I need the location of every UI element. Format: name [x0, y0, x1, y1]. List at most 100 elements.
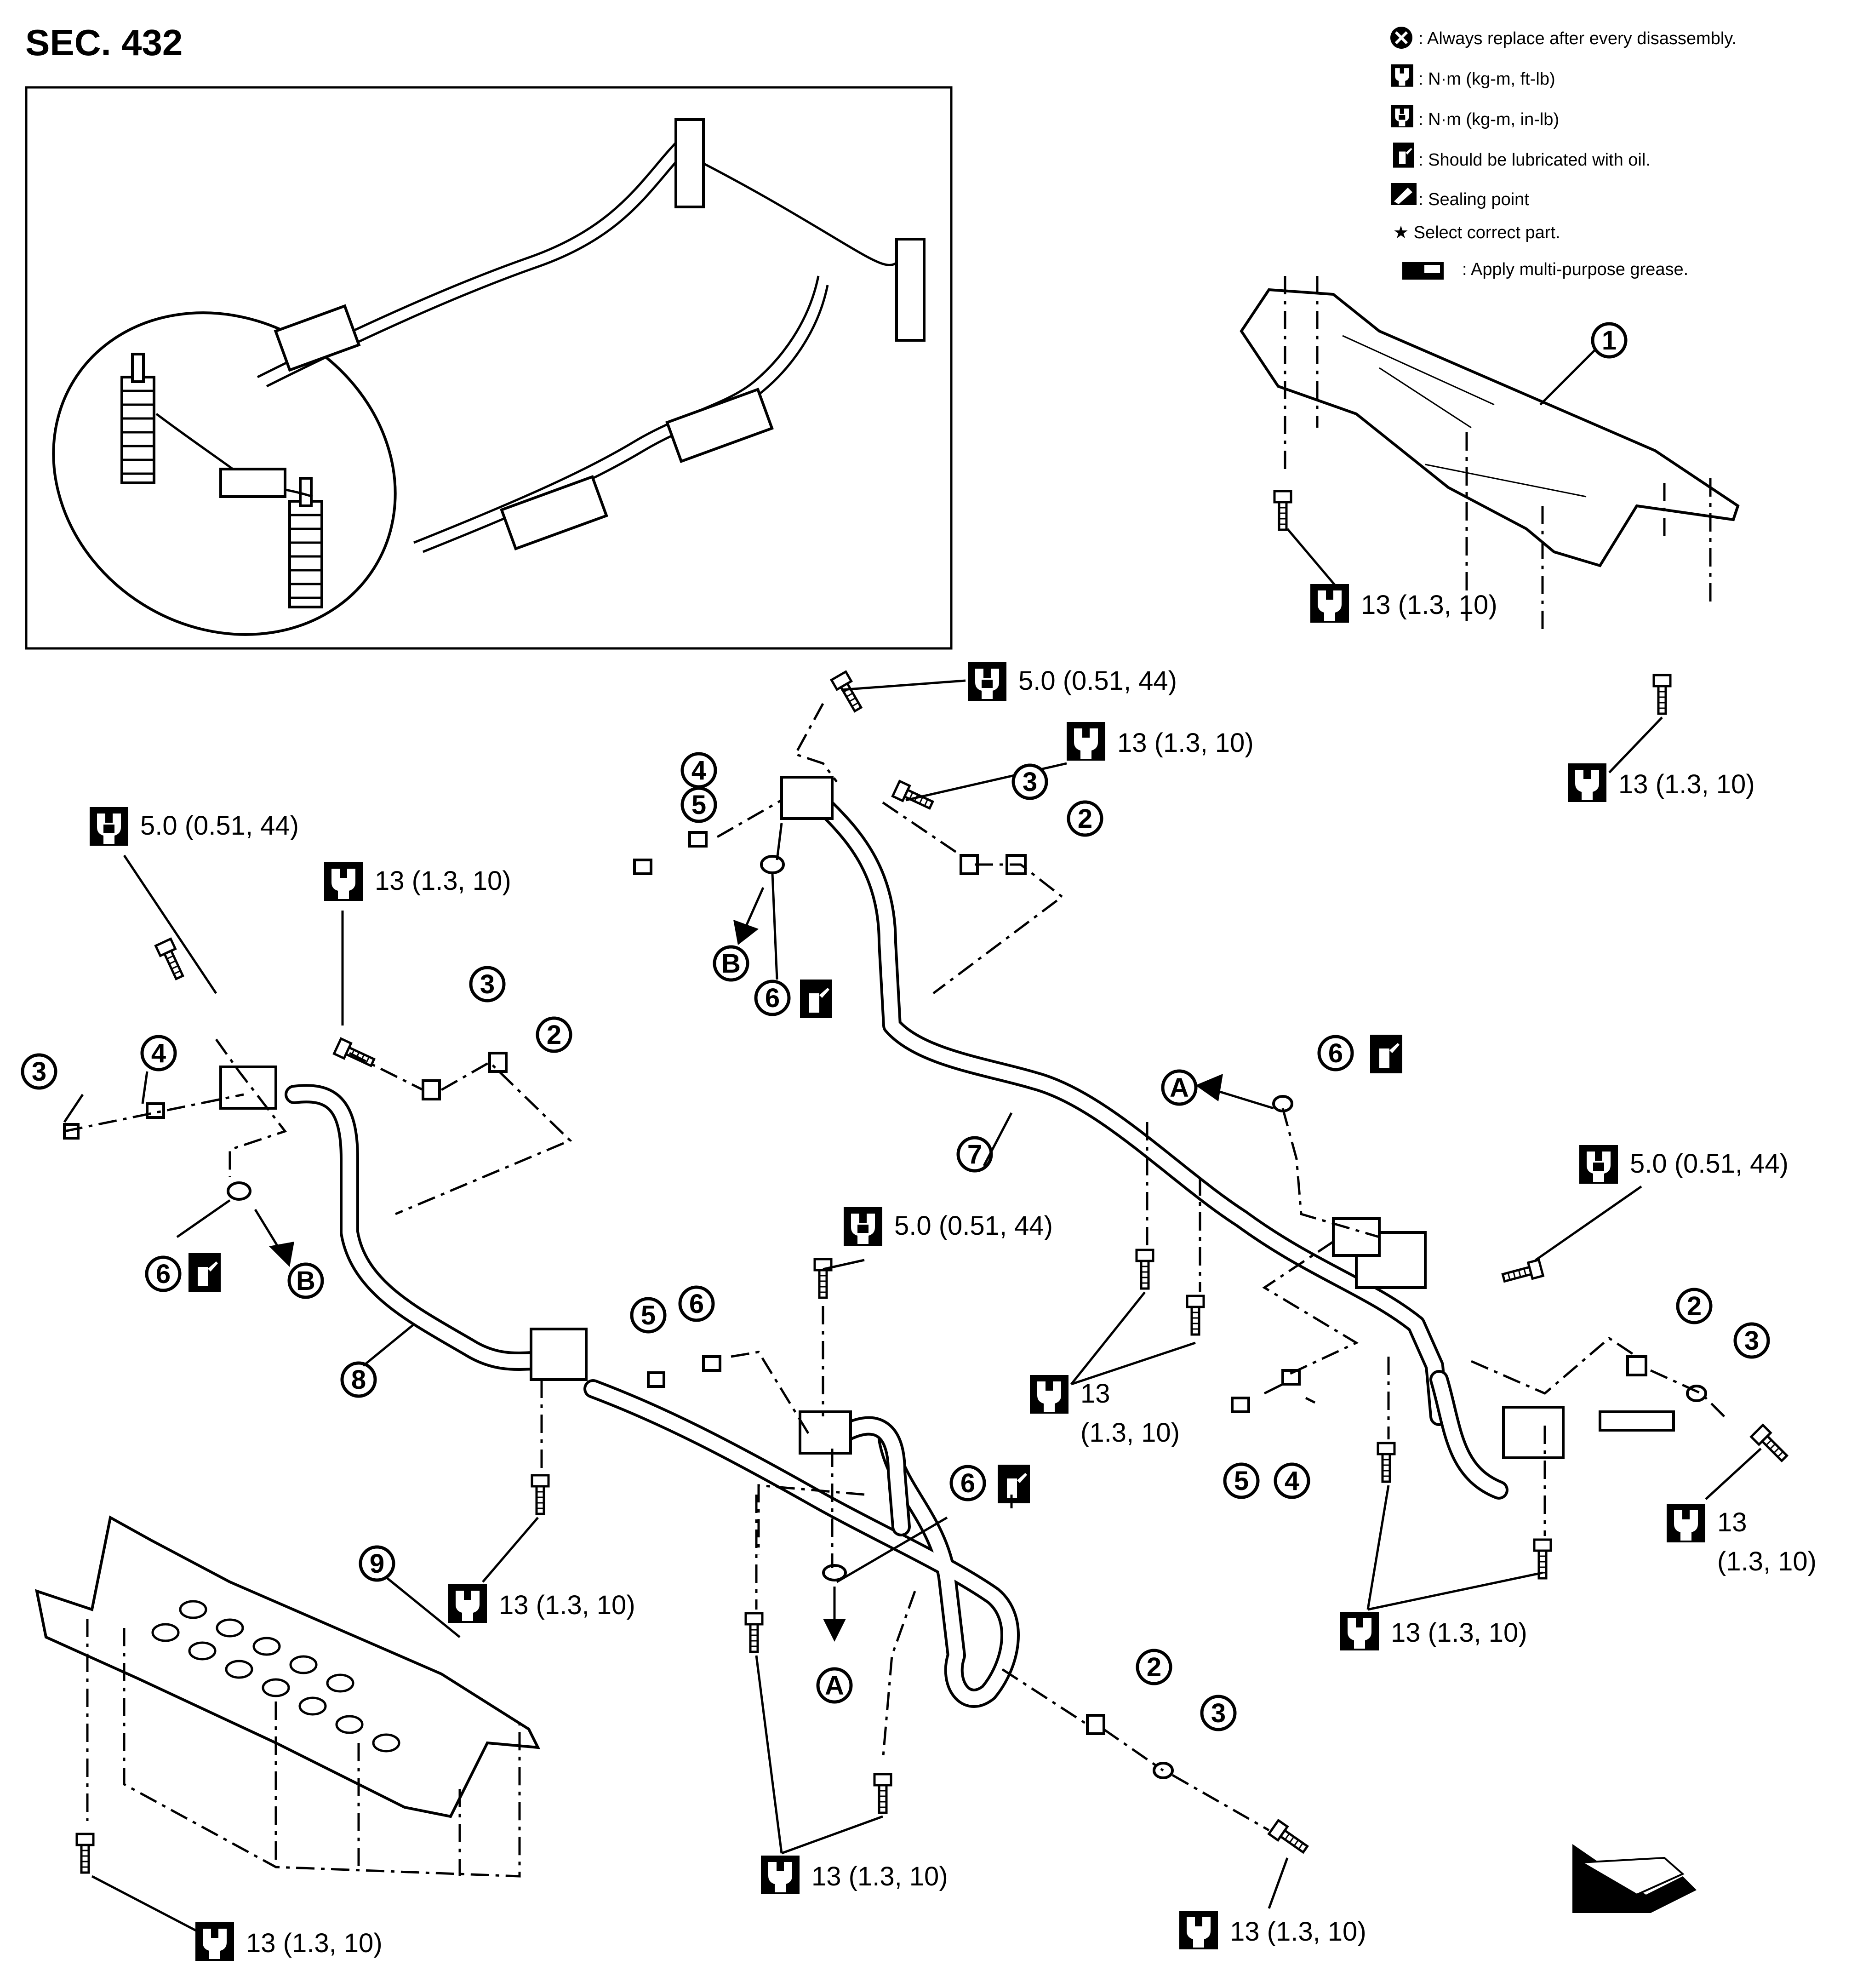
torque-wrench-icon — [1667, 1504, 1705, 1542]
torque-label-center-left: 13 (1.3, 10) — [499, 1590, 635, 1620]
bolt-icon — [1274, 491, 1291, 530]
ref-a: A — [1170, 1073, 1189, 1103]
hose-8 — [285, 1084, 571, 1371]
callout-5: 5 — [1234, 1466, 1249, 1496]
torque-wrench-icon — [761, 1856, 800, 1894]
junction-block-left — [530, 1328, 588, 1381]
torque-label-right-clips: 13 (1.3, 10) — [1391, 1618, 1527, 1648]
part-9-lower-plate — [35, 1515, 541, 1878]
callout-4: 4 — [1285, 1466, 1299, 1496]
callout-3: 3 — [1744, 1326, 1759, 1356]
left-cluster — [63, 854, 572, 1238]
hose-7 — [818, 800, 1449, 1426]
front-arrow-icon — [1572, 1844, 1697, 1913]
junction-block-far-right — [1502, 1406, 1565, 1459]
callout-labels: 1 5 4 3 2 6 6 7 3 2 4 3 6 8 5 6 4 5 2 3 … — [32, 326, 1759, 1728]
torque-wrench-icon — [448, 1584, 487, 1623]
callout-2: 2 — [1078, 804, 1092, 834]
arrow-to-a-bottom — [823, 1587, 846, 1642]
torque-wrench-icon — [195, 1922, 234, 1961]
torque-label-upper-union: 13 (1.3, 10) — [1117, 728, 1254, 758]
legend-item-grease: : Apply multi-purpose grease. — [1462, 260, 1688, 279]
oil-can-icon — [1370, 1035, 1402, 1073]
torque-wrench-filled-icon — [1391, 105, 1413, 127]
torque-wrench-icon — [1179, 1911, 1218, 1949]
callout-6: 6 — [156, 1259, 171, 1289]
sealing-icon — [1391, 183, 1417, 205]
torque-label-bottom-left: 13 (1.3, 10) — [246, 1928, 383, 1958]
bolt-icon — [1654, 675, 1670, 714]
callout-2: 2 — [547, 1020, 561, 1050]
hose-center — [583, 1379, 1020, 1708]
legend-item-oil: : Should be lubricated with oil. — [1418, 150, 1651, 170]
torque-label-right-union-line1: 13 — [1717, 1507, 1747, 1537]
oil-can-icon — [800, 980, 832, 1018]
callout-5: 5 — [641, 1301, 656, 1330]
fitting-upper — [780, 776, 834, 820]
oil-can-icon — [189, 1253, 221, 1292]
callout-leaders — [362, 349, 1596, 1638]
legend: : Always replace after every disassembly… — [1390, 27, 1737, 280]
torque-label-center-bolt: 5.0 (0.51, 44) — [894, 1211, 1053, 1241]
ref-b: B — [721, 949, 741, 979]
callout-8: 8 — [351, 1365, 366, 1395]
arrow-to-b-left — [254, 1209, 294, 1267]
torque-wrench-icon — [1030, 1375, 1068, 1414]
torque-label-upper-bolt: 5.0 (0.51, 44) — [1018, 666, 1177, 696]
callout-6: 6 — [765, 983, 780, 1013]
torque-wrench-icon — [1310, 584, 1349, 623]
hose-center-upper — [832, 1416, 911, 1536]
callout-6: 6 — [689, 1289, 704, 1319]
section-title: SEC. 432 — [25, 22, 183, 63]
callout-2: 2 — [1147, 1652, 1161, 1682]
torque-label-part1-right: 13 (1.3, 10) — [1618, 769, 1755, 799]
callouts — [21, 322, 1770, 1731]
center-cluster — [647, 1259, 948, 1762]
torque-label-right-union-line2: (1.3, 10) — [1717, 1547, 1817, 1576]
callout-9: 9 — [370, 1549, 384, 1579]
legend-item-replace: : Always replace after every disassembly… — [1418, 29, 1737, 48]
torque-wrench-filled-icon — [844, 1207, 882, 1246]
part-1-upper-plate — [1240, 276, 1740, 630]
torque-label-clip-bolts-line2: (1.3, 10) — [1080, 1418, 1180, 1448]
torque-label-clip-bolts-line1: 13 — [1080, 1379, 1110, 1409]
callout-3: 3 — [1211, 1698, 1226, 1728]
callout-5: 5 — [691, 790, 706, 820]
hose-7-branch — [1429, 1370, 1508, 1500]
torque-wrench-icon — [1391, 64, 1413, 87]
torque-wrench-filled-icon — [1579, 1145, 1618, 1184]
torque-wrench-icon — [1340, 1612, 1379, 1650]
right-cluster — [1231, 1095, 1790, 1500]
callout-4: 4 — [691, 756, 706, 785]
replace-icon — [1390, 27, 1412, 49]
callout-1: 1 — [1602, 326, 1617, 355]
oil-can-icon — [1393, 143, 1414, 168]
torque-label-left-union: 13 (1.3, 10) — [375, 866, 511, 896]
legend-item-select: ★ Select correct part. — [1393, 223, 1560, 242]
grease-icon — [1402, 262, 1444, 280]
torque-wrench-icon — [324, 862, 363, 901]
legend-item-ft-lb: : N·m (kg-m, ft-lb) — [1418, 69, 1555, 89]
callout-3: 3 — [480, 969, 495, 999]
torque-label-bottom-center: 13 (1.3, 10) — [811, 1862, 948, 1891]
callout-7: 7 — [967, 1140, 982, 1169]
callout-4: 4 — [151, 1038, 166, 1068]
torque-label-left-bolt: 5.0 (0.51, 44) — [140, 811, 299, 841]
arrow-to-b-top — [733, 887, 765, 945]
ref-a: A — [825, 1671, 844, 1701]
callout-6: 6 — [1328, 1038, 1343, 1068]
arrow-to-a-top — [1195, 1074, 1274, 1110]
fitting-left — [219, 1066, 277, 1110]
legend-item-sealing: : Sealing point — [1418, 190, 1529, 209]
torque-wrench-filled-icon — [90, 807, 128, 846]
shock-absorber-left — [120, 353, 155, 484]
callout-3: 3 — [1023, 767, 1037, 797]
shock-absorber-right — [288, 477, 323, 608]
callout-6: 6 — [960, 1468, 975, 1498]
torque-labels: 13 (1.3, 10) 13 (1.3, 10) 5.0 (0.51, 44)… — [90, 584, 1817, 1961]
ref-b: B — [296, 1266, 315, 1296]
overview-box — [25, 86, 953, 650]
fitting-right — [1332, 1217, 1381, 1257]
callout-3: 3 — [32, 1057, 46, 1087]
torque-wrench-icon — [1067, 722, 1105, 761]
